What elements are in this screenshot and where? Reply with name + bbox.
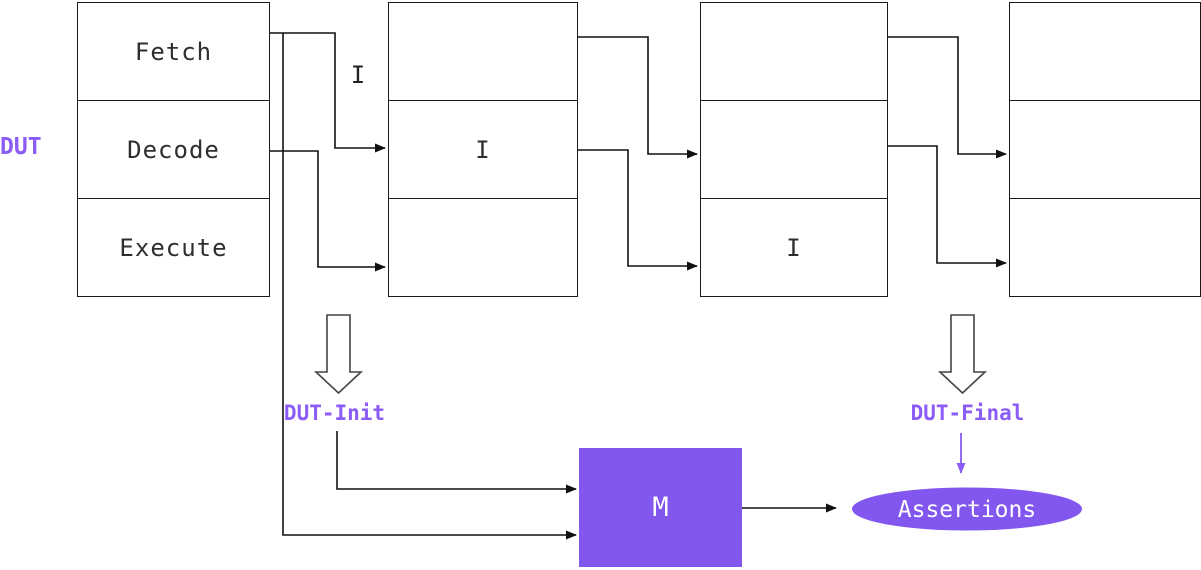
stage-cell-instruction: I	[389, 100, 577, 198]
assertions-label: Assertions	[897, 496, 1037, 523]
monitor-box: M	[579, 448, 742, 567]
wire-dut-init-to-monitor	[336, 431, 577, 494]
dut-init-label: DUT-Init	[283, 401, 386, 425]
wire-copy2-decode-to-copy3-execute	[888, 145, 1007, 268]
dut-final-block-arrow-icon	[937, 314, 988, 395]
dut-init-block-arrow-icon	[313, 314, 364, 395]
pipeline-column-copy1: I	[388, 2, 578, 297]
stage-cell	[701, 100, 887, 198]
dut-label: DUT	[0, 134, 42, 160]
stage-cell	[701, 3, 887, 100]
wire-copy1-fetch-to-copy2-decode	[578, 36, 698, 159]
stage-cell-decode: Decode	[78, 100, 269, 198]
stage-cell	[389, 198, 577, 296]
dut-final-label: DUT-Final	[910, 401, 1025, 425]
stage-cell-execute: Execute	[78, 198, 269, 296]
monitor-label: M	[652, 492, 669, 523]
pipeline-column-copy2: I	[700, 2, 888, 297]
stage-cell	[389, 3, 577, 100]
wire-decode-to-copy1-execute	[270, 150, 386, 272]
wire-copy1-decode-to-copy2-execute	[578, 149, 698, 271]
stage-cell	[1010, 198, 1200, 296]
stage-cell	[1010, 3, 1200, 100]
stage-cell	[1010, 100, 1200, 198]
stage-cell-fetch: Fetch	[134, 37, 213, 66]
pipeline-column-dut: Fetch Decode Execute	[77, 2, 270, 297]
wire-instruction-label: I	[350, 61, 366, 89]
pipeline-column-copy3	[1009, 2, 1201, 297]
wire-fetch-to-copy1-decode	[270, 32, 386, 153]
stage-cell-instruction: I	[701, 198, 887, 296]
wire-copy2-fetch-to-copy3-decode	[888, 36, 1007, 159]
